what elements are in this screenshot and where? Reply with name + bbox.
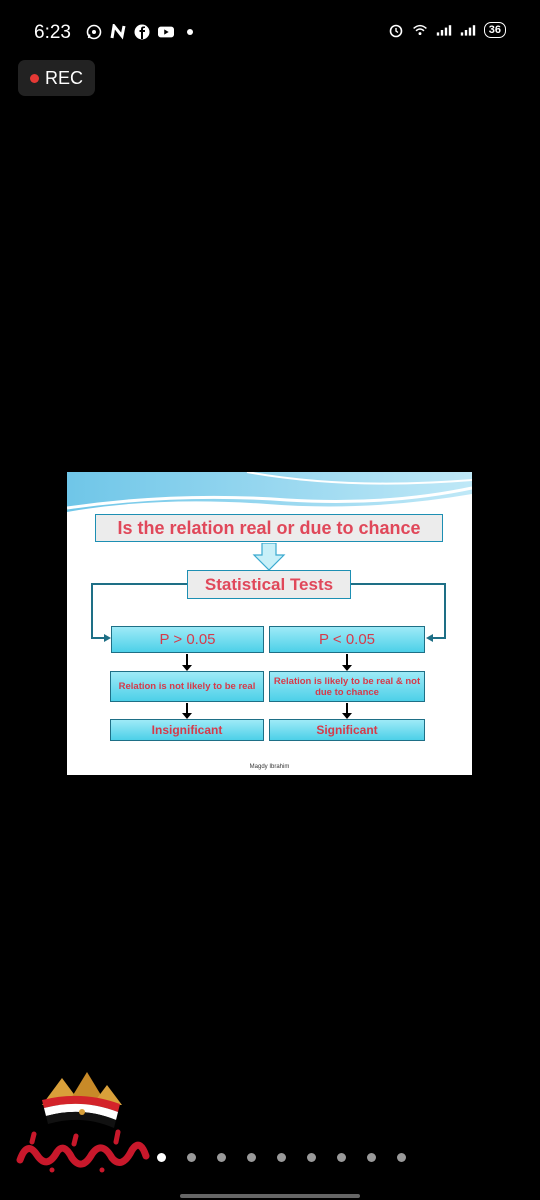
alarm-icon [388, 22, 404, 38]
page-dot[interactable] [367, 1153, 376, 1162]
page-dot[interactable] [277, 1153, 286, 1162]
slide-credit: Magdy Ibrahim [249, 764, 290, 770]
slide-title: Is the relation real or due to chance [95, 514, 443, 542]
slide-header-wave [67, 472, 472, 512]
relation-right: Relation is likely to be real & not due … [269, 671, 425, 702]
p-value-left: P > 0.05 [111, 626, 264, 653]
system-icons: 36 [388, 22, 506, 38]
status-bar: 6:23 36 [0, 0, 540, 64]
page-dot[interactable] [247, 1153, 256, 1162]
record-dot-icon [30, 73, 39, 83]
notification-icons [86, 24, 198, 40]
wifi-icon [412, 22, 428, 38]
signal-icon [460, 22, 476, 38]
page-dot[interactable] [397, 1153, 406, 1162]
battery-icon: 36 [483, 22, 506, 38]
signal-icon [436, 22, 452, 38]
recording-indicator[interactable]: REC [18, 60, 95, 96]
hikaya-watan-logo [16, 1072, 150, 1173]
dot-icon [182, 24, 198, 40]
result-right: Significant [269, 719, 425, 741]
whatsapp-icon [86, 24, 102, 40]
slide-image[interactable]: Is the relation real or due to chance St… [67, 472, 472, 775]
recording-label: REC [45, 67, 84, 88]
youtube-icon [158, 24, 174, 40]
page-dot[interactable] [187, 1153, 196, 1162]
down-arrow-icon [252, 543, 286, 571]
clock: 6:23 [34, 22, 71, 43]
statistical-tests-label: Statistical Tests [187, 570, 351, 599]
relation-left: Relation is not likely to be real [110, 671, 264, 702]
p-value-right: P < 0.05 [269, 626, 425, 653]
page-dot[interactable] [307, 1153, 316, 1162]
page-indicator[interactable] [157, 1153, 406, 1162]
result-left: Insignificant [110, 719, 264, 741]
page-dot[interactable] [337, 1153, 346, 1162]
page-dot[interactable] [157, 1153, 166, 1162]
n-icon [110, 24, 126, 40]
page-dot[interactable] [217, 1153, 226, 1162]
home-indicator[interactable] [180, 1194, 360, 1198]
facebook-icon [134, 24, 150, 40]
flow-connectors [91, 583, 446, 719]
